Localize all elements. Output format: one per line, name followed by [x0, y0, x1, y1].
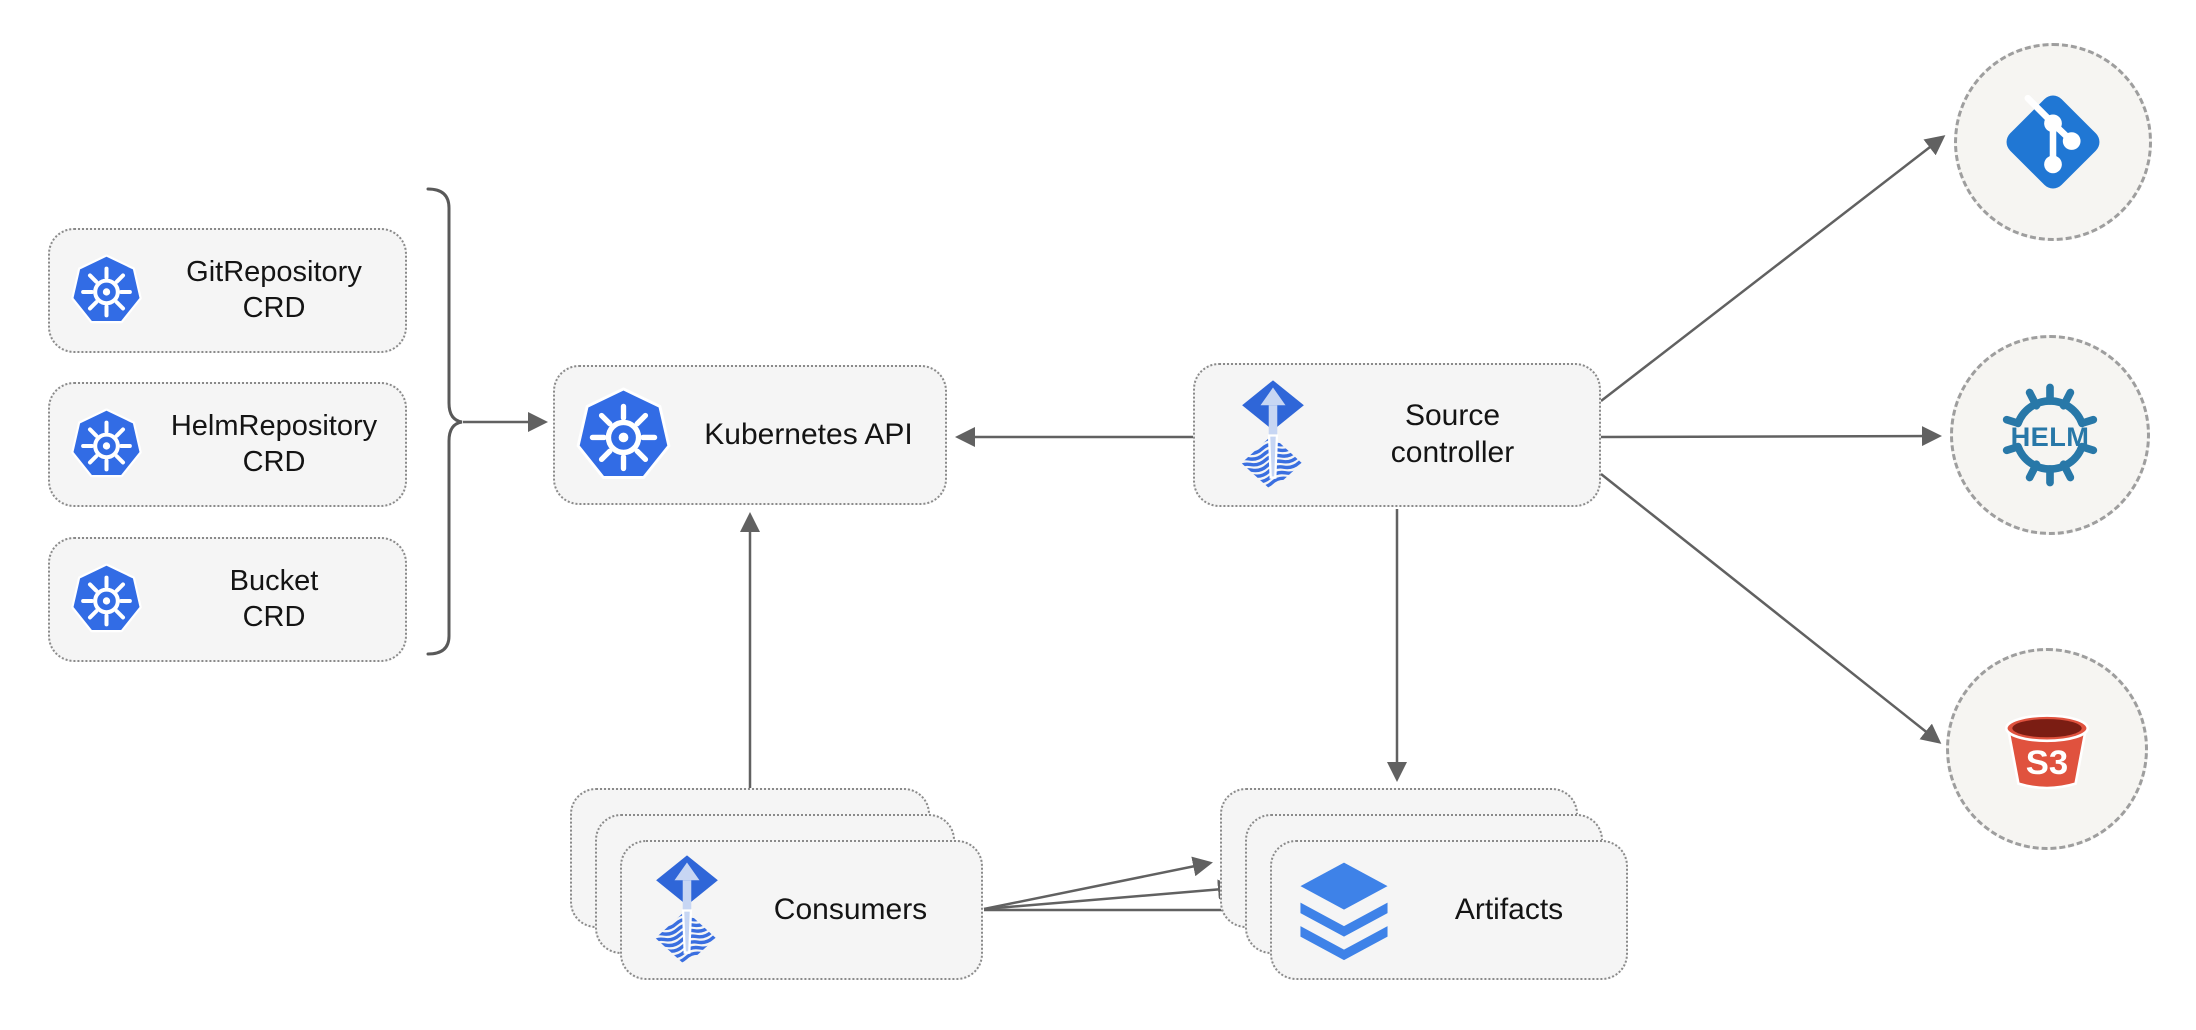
helm-source-node: HELM — [1950, 335, 2150, 535]
arrow-consumers-to-artifacts-2 — [983, 879, 1238, 911]
flux-icon — [655, 854, 718, 966]
arrow-source-to-s3 — [1600, 473, 1942, 744]
node-label-line2: CRD — [242, 600, 306, 633]
node-label-line1: Bucket — [229, 565, 319, 598]
git-source-node — [1954, 43, 2152, 241]
kubernetes-icon — [71, 254, 142, 324]
bucket-crd-node: Bucket CRD — [48, 537, 407, 662]
s3-source-node: S3 — [1946, 648, 2148, 850]
node-label-line1: Source — [1404, 399, 1501, 433]
crd-group-brace — [426, 187, 463, 656]
arrow-source-to-helm — [1600, 426, 1942, 447]
arrow-source-to-git — [1600, 135, 1946, 402]
node-label: HelmRepository CRD — [143, 409, 405, 480]
s3-label: S3 — [2026, 744, 2068, 782]
arrow-consumers-to-artifacts-1 — [983, 856, 1213, 911]
node-label-line2: controller — [1390, 436, 1515, 469]
kubernetes-icon — [576, 386, 671, 479]
node-label-line2: CRD — [242, 291, 306, 324]
node-label: Kubernetes API — [704, 417, 913, 451]
helm-icon: HELM — [2002, 383, 2098, 487]
kubernetes-icon — [71, 408, 142, 478]
git-icon — [2006, 94, 2100, 189]
s3-bucket-icon: S3 — [2004, 714, 2090, 790]
source-controller-node: Source controller — [1193, 363, 1601, 507]
kubernetes-icon — [71, 563, 142, 633]
node-label: Consumers — [773, 892, 928, 926]
node-label-line1: HelmRepository — [170, 410, 378, 443]
helm-label: HELM — [2011, 421, 2090, 452]
artifacts-node: Artifacts — [1270, 840, 1628, 980]
gitrepository-crd-node: GitRepository CRD — [48, 228, 407, 353]
helmrepository-crd-node: HelmRepository CRD — [48, 382, 407, 507]
kubernetes-api-node: Kubernetes API — [553, 365, 947, 505]
node-label: Source controller — [1306, 398, 1599, 471]
node-label: Artifacts — [1454, 892, 1564, 926]
node-label: GitRepository CRD — [143, 255, 405, 326]
flux-icon — [1241, 379, 1304, 491]
node-label-line1: GitRepository — [186, 256, 362, 289]
layers-icon — [1300, 862, 1388, 960]
node-label: Bucket CRD — [143, 564, 405, 635]
node-label-line2: CRD — [242, 445, 306, 478]
consumers-node: Consumers — [620, 840, 983, 980]
